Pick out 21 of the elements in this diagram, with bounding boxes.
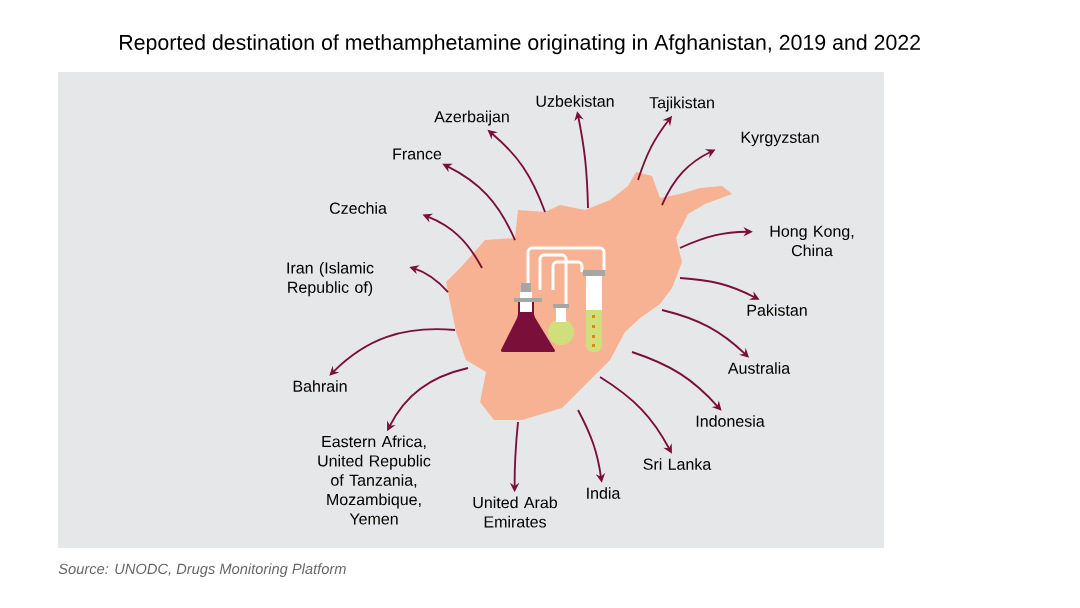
title: Reported destination of methamphetamine originating in Afghanistan, 2019 and 2022 (120, 34, 920, 55)
country-label: Uzbekistan (536, 95, 614, 107)
country-label: Indonesia (696, 415, 765, 427)
country-label: Bahrain (293, 380, 347, 392)
country-label: Tajikistan (649, 96, 714, 112)
country-label: France (393, 148, 442, 160)
country-label: Iran (Islamic Republic of) (287, 261, 374, 297)
country-label: Kyrgyzstan (741, 131, 819, 147)
caption: Source: UNODC, Drugs Monitoring Platform (58, 563, 346, 577)
country-label: Azerbaijan (434, 110, 509, 126)
country-label: Sri Lanka (643, 458, 712, 470)
country-label: Pakistan (747, 304, 807, 316)
country-label: Czechia (329, 202, 387, 214)
country-label: Hong Kong, China (770, 225, 854, 257)
country-label: United Arab Emirates (473, 496, 557, 528)
arrow (329, 328, 456, 376)
country-label: Eastern Africa, United Republic of Tanzania, Mozambique, Yemen (318, 435, 431, 525)
arrow (631, 351, 722, 411)
country-label: India (587, 487, 621, 499)
country-label: Australia (727, 362, 791, 374)
arrow (599, 376, 672, 454)
